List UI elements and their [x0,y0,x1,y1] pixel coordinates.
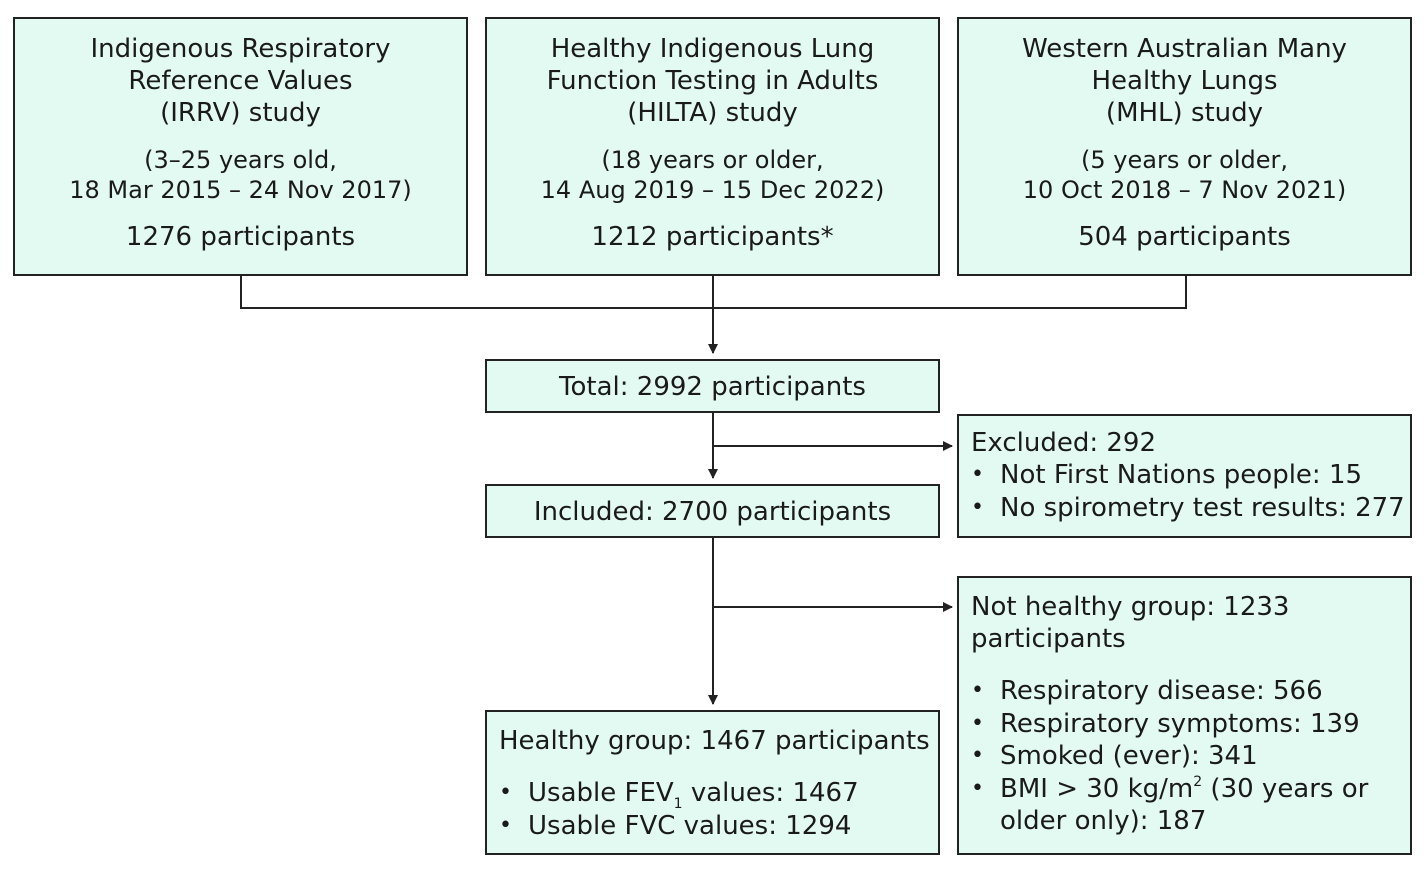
healthy-title: Healthy group: 1467 participants [499,726,930,756]
study-period-line: 10 Oct 2018 – 7 Nov 2021) [1022,176,1347,204]
not-healthy-item: Smoked (ever): 341 [971,740,1410,773]
study-title-line: (MHL) study [1105,98,1264,128]
not-healthy-box: Not healthy group: 1233 participants Res… [957,576,1412,855]
not-healthy-title-line: Not healthy group: 1233 [971,592,1290,622]
total-box: Total: 2992 participants [485,359,940,413]
bmi-suffix-line: (30 years or [1202,773,1369,804]
healthy-list: Usable FEV1 values: 1467 Usable FVC valu… [499,777,938,842]
study-period-line: (18 years or older, [601,146,824,174]
study-period-line: (5 years or older, [1081,146,1288,174]
included-label: Included: 2700 participants [533,497,892,527]
not-healthy-item: Respiratory disease: 566 [971,675,1410,708]
excluded-box: Excluded: 292 Not First Nations people: … [957,414,1412,538]
study-title-line: Reference Values [128,66,353,96]
included-box: Included: 2700 participants [485,484,940,538]
study-title-line: (HILTA) study [627,98,798,128]
study-participants: 504 participants [1078,222,1291,252]
study-period-line: 14 Aug 2019 – 15 Dec 2022) [540,176,885,204]
mhl-study-box: Western Australian Many Healthy Lungs (M… [957,17,1412,276]
study-title-line: (IRRV) study [160,98,321,128]
not-healthy-list: Respiratory disease: 566 Respiratory sym… [971,675,1410,838]
healthy-box: Healthy group: 1467 participants Usable … [485,710,940,855]
excluded-item: Not First Nations people: 15 [971,459,1410,492]
total-label: Total: 2992 participants [559,372,866,402]
healthy-item-fvc: Usable FVC values: 1294 [499,810,938,843]
study-title-line: Indigenous Respiratory [90,34,391,64]
study-participants: 1276 participants [125,222,356,252]
not-healthy-title-line: participants [971,624,1126,654]
study-title-line: Healthy Lungs [1091,66,1278,96]
study-title-line: Western Australian Many [1022,34,1347,64]
excluded-item: No spirometry test results: 277 [971,492,1410,525]
excluded-title: Excluded: 292 [971,428,1157,458]
bmi-suffix-line: older only): 187 [1000,806,1207,836]
study-participants: 1212 participants* [591,222,834,252]
fev-prefix: Usable FEV [528,778,674,808]
study-title-line: Healthy Indigenous Lung [550,34,875,64]
study-title-line: Function Testing in Adults [546,66,879,96]
bmi-superscript: 2 [1193,773,1203,790]
excluded-list: Not First Nations people: 15 No spiromet… [971,459,1410,524]
study-period-line: (3–25 years old, [144,146,337,174]
irrv-study-box: Indigenous Respiratory Reference Values … [13,17,468,276]
not-healthy-item: Respiratory symptoms: 139 [971,708,1410,741]
hilta-study-box: Healthy Indigenous Lung Function Testing… [485,17,940,276]
study-period-line: 18 Mar 2015 – 24 Nov 2017) [69,176,412,204]
fev-subscript: 1 [673,796,683,812]
bmi-prefix: BMI > 30 kg/m [1000,773,1194,804]
fev-suffix: values: 1467 [682,778,859,808]
healthy-item-fev: Usable FEV1 values: 1467 [499,777,938,812]
